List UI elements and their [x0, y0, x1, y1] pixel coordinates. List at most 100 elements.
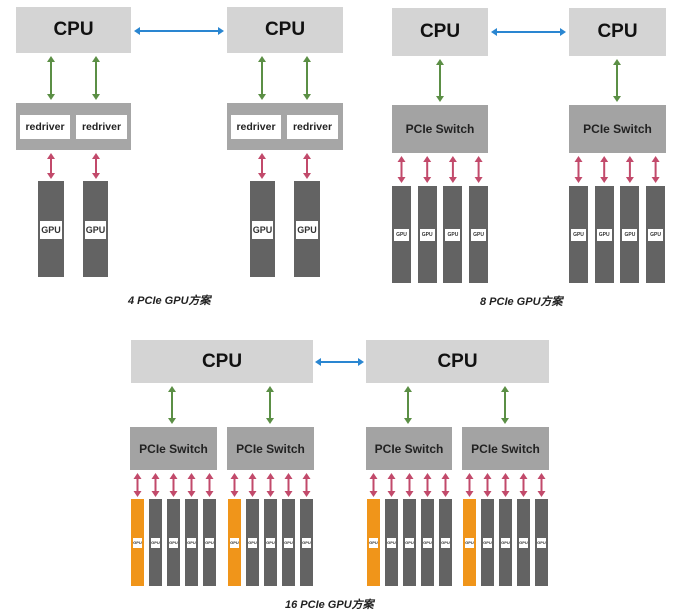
switch-gpu-arrow [266, 473, 275, 497]
gpu-label: GPU [648, 228, 664, 241]
gpu-card-highlighted: GPU [367, 499, 380, 586]
gpu-card: GPU [517, 499, 530, 586]
gpu-label: GPU [423, 537, 432, 548]
switch-gpu-arrow [423, 156, 432, 183]
pcie-switch: PCIe Switch [462, 427, 549, 470]
redriver-gpu-arrow [92, 153, 100, 179]
cpu-switch-arrow [168, 386, 176, 424]
switch-gpu-arrow [302, 473, 311, 497]
gpu-label: GPU [471, 228, 487, 241]
cpu-box: CPU [569, 8, 666, 56]
gpu-card: GPU [443, 186, 463, 283]
gpu-card: GPU [403, 499, 416, 586]
cpu-switch-arrow [613, 59, 621, 102]
cpu-interconnect-arrow [491, 28, 566, 36]
gpu-label: GPU [483, 537, 492, 548]
gpu-card-highlighted: GPU [463, 499, 476, 586]
gpu-label: GPU [133, 537, 142, 548]
gpu-label: GPU [441, 537, 450, 548]
cpu-switch-arrow [404, 386, 412, 424]
cpu-label: CPU [201, 350, 243, 372]
switch-gpu-arrow [465, 473, 474, 497]
gpu-card: GPU [149, 499, 162, 586]
switch-gpu-arrow [151, 473, 160, 497]
redriver-gpu-arrow [258, 153, 266, 179]
cpu-label: CPU [53, 19, 94, 40]
cpu-label: CPU [597, 21, 638, 42]
pcie-switch: PCIe Switch [366, 427, 452, 470]
gpu-card: GPU [417, 186, 437, 283]
gpu-label: GPU [151, 537, 160, 548]
switch-gpu-arrow [448, 156, 457, 183]
redriver-gpu-arrow [303, 153, 311, 179]
pcie-switch: PCIe Switch [130, 427, 217, 470]
gpu-card: GPU [83, 181, 108, 277]
gpu-card: GPU [300, 499, 313, 586]
switch-gpu-arrow [248, 473, 257, 497]
pcie-switch: PCIe Switch [227, 427, 314, 470]
cpu-interconnect-arrow [134, 27, 224, 35]
switch-gpu-arrow [519, 473, 528, 497]
cpu-box: CPU [366, 340, 549, 383]
switch-gpu-arrow [441, 473, 450, 497]
gpu-label: GPU [302, 537, 311, 548]
gpu-card: GPU [646, 186, 666, 283]
cpu-redriver-arrow [258, 56, 266, 100]
gpu-card: GPU [167, 499, 180, 586]
gpu-label: GPU [394, 228, 409, 241]
switch-gpu-arrow [651, 156, 660, 183]
gpu-card: GPU [499, 499, 512, 586]
redriver-box: redriver [20, 115, 70, 139]
gpu-label: GPU [169, 537, 178, 548]
switch-gpu-arrow [230, 473, 239, 497]
cpu-box: CPU [227, 7, 343, 53]
switch-gpu-arrow [474, 156, 483, 183]
gpu-card: GPU [385, 499, 398, 586]
switch-gpu-arrow [369, 473, 378, 497]
caption: 8 PCIe GPU方案 [480, 296, 563, 308]
redriver-box: redriver [76, 115, 127, 139]
switch-gpu-arrow [187, 473, 196, 497]
cpu-switch-arrow [501, 386, 509, 424]
gpu-label: GPU [230, 537, 239, 548]
gpu-card: GPU [294, 181, 320, 277]
gpu-label: GPU [571, 228, 586, 241]
switch-gpu-arrow [387, 473, 396, 497]
gpu-label: GPU [266, 537, 275, 548]
gpu-card: GPU [620, 186, 640, 283]
gpu-label: GPU [296, 221, 318, 239]
gpu-card: GPU [264, 499, 277, 586]
gpu-card-highlighted: GPU [228, 499, 241, 586]
switch-gpu-arrow [423, 473, 432, 497]
gpu-card: GPU [439, 499, 452, 586]
cpu-switch-arrow [266, 386, 274, 424]
pcie-switch: PCIe Switch [569, 105, 666, 153]
gpu-label: GPU [405, 537, 414, 548]
gpu-label: GPU [596, 228, 612, 241]
cpu-label: CPU [437, 350, 478, 372]
gpu-label: GPU [369, 537, 378, 548]
cpu-switch-arrow [436, 59, 444, 102]
switch-gpu-arrow [574, 156, 583, 183]
gpu-label: GPU [519, 537, 528, 548]
gpu-card-highlighted: GPU [131, 499, 144, 586]
switch-gpu-arrow [397, 156, 406, 183]
gpu-label: GPU [284, 537, 293, 548]
gpu-card: GPU [392, 186, 411, 283]
cpu-interconnect-arrow [315, 358, 364, 366]
switch-gpu-arrow [537, 473, 546, 497]
cpu-box: CPU [392, 8, 488, 56]
redriver-box: redriver [287, 115, 338, 139]
switch-gpu-arrow [169, 473, 178, 497]
gpu-card: GPU [185, 499, 198, 586]
redriver-box: redriver [231, 115, 281, 139]
pcie-switch: PCIe Switch [392, 105, 488, 153]
gpu-label: GPU [387, 537, 396, 548]
caption: 16 PCIe GPU方案 [285, 599, 374, 611]
caption: 4 PCIe GPU方案 [128, 295, 211, 307]
cpu-box: CPU [16, 7, 131, 53]
switch-gpu-arrow [133, 473, 142, 497]
gpu-label: GPU [622, 228, 638, 241]
gpu-label: GPU [248, 537, 257, 548]
